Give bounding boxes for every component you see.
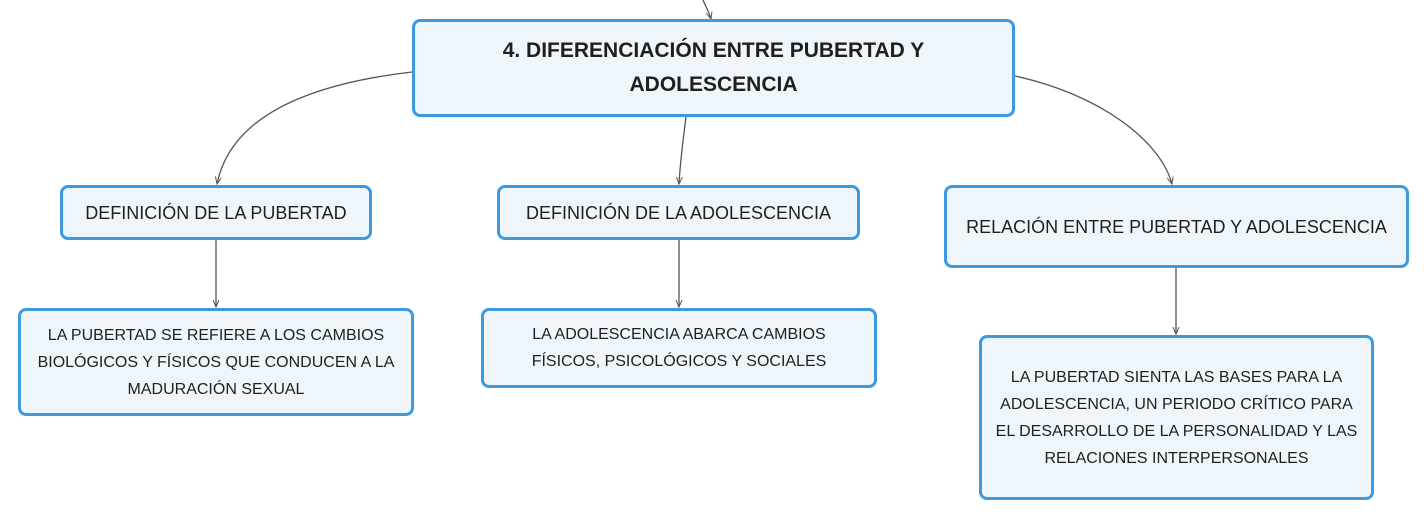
subtopic-text: LA PUBERTAD SE REFIERE A LOS CAMBIOS BIO… bbox=[37, 326, 395, 398]
topic-node-relacion[interactable]: RELACIÓN ENTRE PUBERTAD Y ADOLESCENCIA bbox=[944, 185, 1409, 268]
subtopic-text: LA ADOLESCENCIA ABARCA CAMBIOS FÍSICOS, … bbox=[531, 326, 827, 370]
connector-from-parent bbox=[702, 0, 711, 19]
topic-label: DEFINICIÓN DE LA PUBERTAD bbox=[85, 202, 347, 223]
subtopic-text: LA PUBERTAD SIENTA LAS BASES PARA LA ADO… bbox=[995, 368, 1358, 467]
topic-label: DEFINICIÓN DE LA ADOLESCENCIA bbox=[525, 202, 832, 223]
connector-root-to-topic-3 bbox=[1014, 75, 1172, 184]
topic-node-pubertad[interactable]: DEFINICIÓN DE LA PUBERTAD bbox=[60, 185, 372, 240]
subtopic-node-adolescencia-detail[interactable]: LA ADOLESCENCIA ABARCA CAMBIOS FÍSICOS, … bbox=[481, 308, 877, 388]
connector-root-to-topic-1 bbox=[217, 71, 413, 184]
subtopic-node-pubertad-detail[interactable]: LA PUBERTAD SE REFIERE A LOS CAMBIOS BIO… bbox=[18, 308, 414, 416]
topic-label: RELACIÓN ENTRE PUBERTAD Y ADOLESCENCIA bbox=[966, 216, 1387, 237]
subtopic-node-relacion-detail[interactable]: LA PUBERTAD SIENTA LAS BASES PARA LA ADO… bbox=[979, 335, 1374, 500]
root-topic-title: 4. DIFERENCIACIÓN ENTRE PUBERTAD Y ADOLE… bbox=[502, 39, 925, 96]
topic-node-adolescencia[interactable]: DEFINICIÓN DE LA ADOLESCENCIA bbox=[497, 185, 860, 240]
root-topic-node[interactable]: 4. DIFERENCIACIÓN ENTRE PUBERTAD Y ADOLE… bbox=[412, 19, 1015, 117]
connector-root-to-topic-2 bbox=[679, 116, 687, 184]
